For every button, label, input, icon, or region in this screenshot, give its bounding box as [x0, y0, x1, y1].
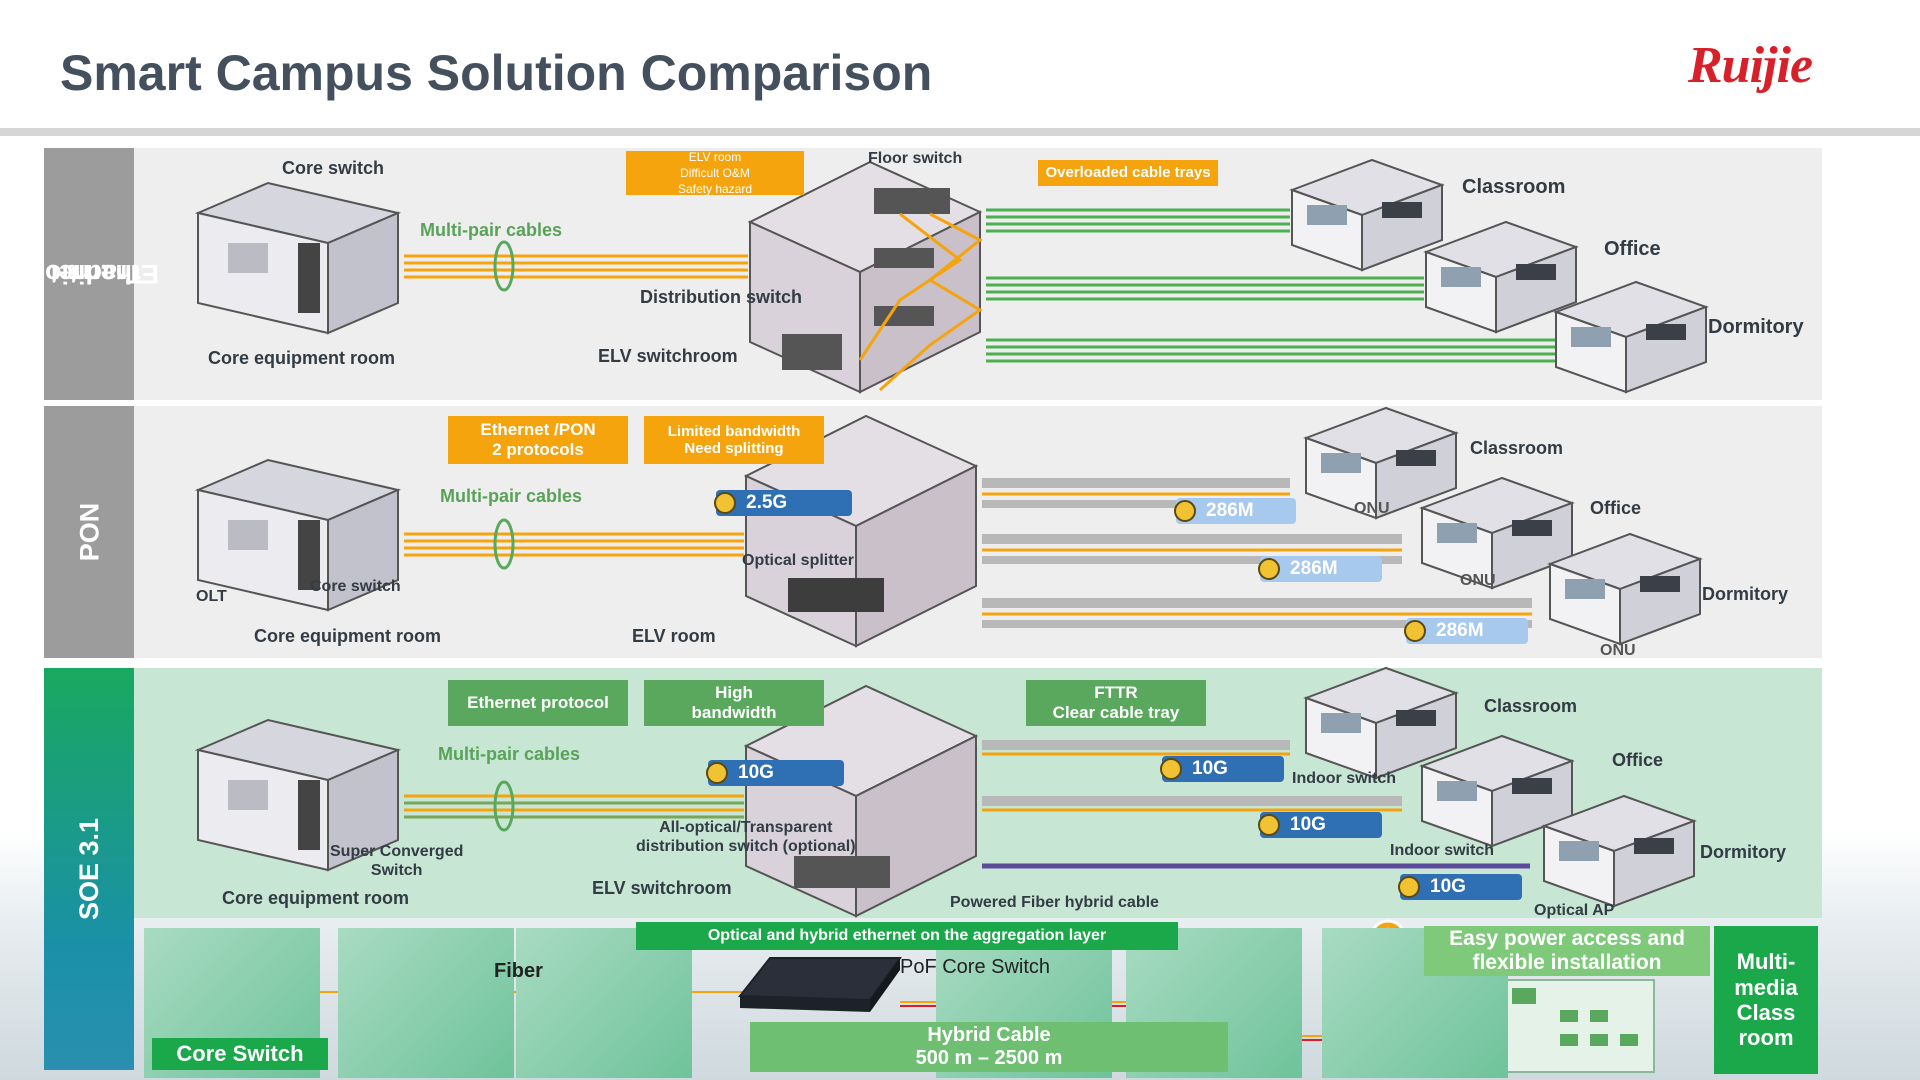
pon-core-room-label: Core equipment room: [254, 626, 442, 646]
dormitory-label: Dormitory: [1708, 316, 1804, 338]
pon-uplink-chip: 2.5G: [714, 490, 852, 516]
pon-label: PON: [44, 406, 134, 658]
soe-bandwidth-note: High bandwidth: [644, 680, 824, 726]
indoor-switch-label: Indoor switch: [1390, 842, 1494, 859]
pon-office-label: Office: [1590, 498, 1642, 518]
pon-protocol-note: Ethernet /PON 2 protocols: [448, 416, 628, 464]
soe-speed-chip: 10G: [1398, 874, 1522, 900]
indoor-switch-label: Indoor switch: [1292, 770, 1396, 787]
soe-core-room-label: Core equipment room: [222, 888, 410, 908]
elv-room-label: ELV room: [632, 626, 716, 646]
optical-splitter-label: Optical splitter: [742, 552, 855, 569]
onu-label: ONU: [1354, 500, 1390, 517]
classroom-label: Classroom: [1462, 176, 1566, 198]
brand-logo: Ruijie: [1688, 37, 1813, 94]
soe-speed-chip: 10G: [1160, 756, 1284, 782]
pof-core-switch-label: PoF Core Switch: [900, 956, 1051, 978]
soe-protocol-note: Ethernet protocol: [448, 680, 628, 726]
page-title: Smart Campus Solution Comparison: [60, 45, 933, 101]
multi-pair-cables-label: Multi-pair cables: [420, 220, 563, 240]
soe-office-label: Office: [1612, 750, 1664, 770]
pon-speed-chip: 286M: [1258, 556, 1382, 582]
olt-label: OLT: [196, 588, 227, 605]
core-room-label: Core equipment room: [208, 348, 396, 368]
optical-ap-label: Optical AP: [1534, 902, 1615, 919]
bulb-icon: [1258, 814, 1280, 836]
bulb-icon: [1398, 876, 1420, 898]
bulb-icon: [706, 762, 728, 784]
hybrid-cable-label: Powered Fiber hybrid cable: [950, 894, 1159, 911]
pon-bandwidth-note: Limited bandwidth Need splitting: [644, 416, 824, 464]
core-switch-caption: Core Switch: [152, 1038, 328, 1070]
floor-switch-label: Floor switch: [868, 150, 963, 167]
soe-classroom-label: Classroom: [1484, 696, 1578, 716]
pon-core-switch-label: Core switch: [310, 578, 401, 595]
easy-power-note: Easy power access and flexible installat…: [1424, 926, 1710, 976]
fiber-label: Fiber: [494, 960, 543, 982]
pon-speed-chip: 286M: [1404, 618, 1528, 644]
distribution-switch-label: Distribution switch: [640, 287, 802, 307]
office-label: Office: [1604, 238, 1661, 260]
bottom-tile: [516, 928, 692, 1078]
pon-cables-label: Multi-pair cables: [440, 486, 583, 506]
bulb-icon: [714, 492, 736, 514]
onu-label: ONU: [1460, 572, 1496, 589]
bulb-icon: [1174, 500, 1196, 522]
soe-elv-switchroom-label: ELV switchroom: [592, 878, 732, 898]
bulb-icon: [1258, 558, 1280, 580]
soe-label: SOE 3.1: [44, 668, 134, 1070]
bulb-icon: [1404, 620, 1426, 642]
soe-speed-chip: 10G: [1258, 812, 1382, 838]
bottom-tile: [338, 928, 514, 1078]
distribution-switch-label: All-optical/Transparent distribution swi…: [636, 819, 856, 855]
pon-speed-chip: 286M: [1174, 498, 1296, 524]
bulb-icon: [1160, 758, 1182, 780]
onu-label: ONU: [1600, 642, 1636, 659]
multimedia-classroom-box: Multi- media Class room: [1714, 926, 1818, 1074]
soe-uplink-chip: 10G: [706, 760, 844, 786]
pon-classroom-label: Classroom: [1470, 438, 1564, 458]
cable-trays-note: Overloaded cable trays: [1038, 160, 1218, 186]
elv-switchroom-label: ELV switchroom: [598, 346, 738, 366]
core-switch-label: Core switch: [282, 158, 385, 178]
fttr-note: FTTR Clear cable tray: [1026, 680, 1206, 726]
header-divider: [0, 128, 1920, 136]
hybrid-cable-box: Hybrid Cable 500 m – 2500 m: [750, 1022, 1228, 1072]
pon-dormitory-label: Dormitory: [1702, 584, 1789, 604]
soe-cables-label: Multi-pair cables: [438, 744, 581, 764]
soe-dormitory-label: Dormitory: [1700, 842, 1787, 862]
aggregation-banner: Optical and hybrid ethernet on the aggre…: [636, 922, 1178, 950]
super-converged-switch-label: Super Converged Switch: [330, 843, 464, 879]
